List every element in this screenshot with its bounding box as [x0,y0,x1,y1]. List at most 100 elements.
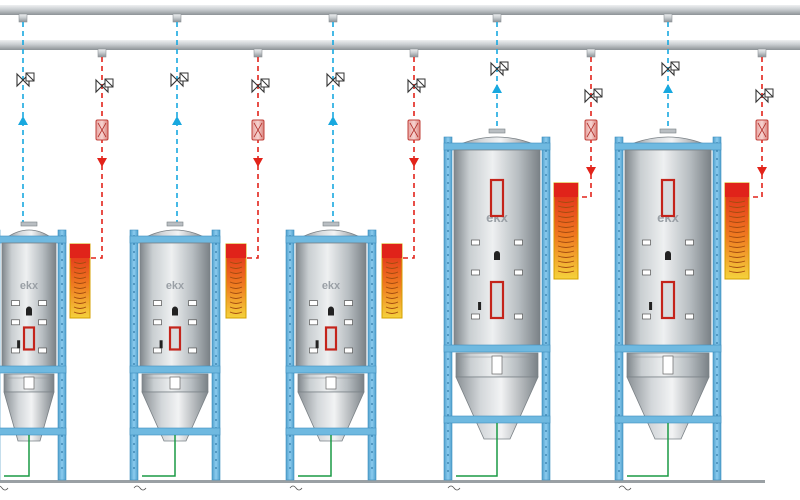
frame-hole [447,326,449,328]
heater-coil [557,225,575,228]
filter-mesh [253,122,263,138]
frame-hole [447,230,449,232]
heater-coil [385,311,399,314]
frame-hole [618,278,620,280]
heater-coil [728,205,746,208]
hopper-lid-cap [166,221,184,227]
discharge-gate [23,376,35,390]
frame-hole [618,182,620,184]
bolt-plate [188,319,197,326]
frame-hole [371,339,373,341]
frame-hole [371,307,373,309]
frame-hole [215,331,217,333]
frame-hole [447,270,449,272]
filter-mesh [97,122,107,138]
frame-hole [371,411,373,413]
heater-coil [728,240,746,243]
heater-coil [385,296,399,299]
frame-bottom-beam [129,427,221,436]
level-sensor [494,251,500,260]
heater-coil [73,311,87,314]
frame-hole [371,403,373,405]
heater-icon [553,182,579,280]
pipe-nozzle [253,48,263,58]
frame-hole [545,374,547,376]
heater-coil [73,266,87,269]
frame-hole [61,355,63,357]
frame-hole [545,166,547,168]
heater-coil [728,200,746,203]
frame-hole [61,363,63,365]
frame-hole [447,414,449,416]
frame-hole [215,451,217,453]
frame-hole [618,206,620,208]
frame-hole [371,267,373,269]
frame-bottom-beam [614,415,722,424]
frame-hole [61,403,63,405]
heater-coil [557,205,575,208]
hopper-lid-cap [20,221,38,227]
frame-hole [447,430,449,432]
frame-hole [371,331,373,333]
heater-coil [557,265,575,268]
frame-hole [289,347,291,349]
frame-hole [618,334,620,336]
frame-hole [716,294,718,296]
frame-right-column [57,229,67,481]
frame-hole [289,459,291,461]
sight-window [489,280,505,320]
frame-hole [447,278,449,280]
frame-hole [133,323,135,325]
frame-hole [61,419,63,421]
frame-middle-beam [129,365,221,374]
frame-hole [289,355,291,357]
frame-hole [716,430,718,432]
frame-hole [289,323,291,325]
heater-coil [557,235,575,238]
frame-hole [716,446,718,448]
frame-hole [215,387,217,389]
frame-hole [447,174,449,176]
bolt-plate [309,300,318,306]
frame-hole [447,294,449,296]
frame-hole [133,467,135,469]
frame-hole [61,315,63,317]
heater-coil [229,296,243,299]
frame-hole [61,411,63,413]
sight-window [168,326,182,351]
heater-coil [229,306,243,309]
discharge-gate [325,376,337,390]
return-header-pipe [0,40,800,50]
pipe-nozzle [97,48,107,58]
filter-mesh [586,122,596,138]
heater-coil [728,235,746,238]
frame-hole [289,251,291,253]
frame-hole [61,267,63,269]
valve-icon [490,61,509,77]
frame-hole [716,174,718,176]
frame-hole [133,411,135,413]
frame-hole [371,395,373,397]
frame-hole [289,275,291,277]
heater-coil [73,306,87,309]
frame-hole [716,238,718,240]
material-line [298,435,332,477]
material-line [142,435,176,477]
frame-hole [61,379,63,381]
frame-hole [61,283,63,285]
frame-hole [716,230,718,232]
frame-hole [215,243,217,245]
frame-hole [289,283,291,285]
frame-hole [61,259,63,261]
heater-coil [557,215,575,218]
frame-hole [61,275,63,277]
bolt-plate [344,347,353,354]
frame-hole [618,262,620,264]
valve-actuator-mark [764,88,774,98]
valve-actuator-mark [670,61,680,71]
frame-hole [716,166,718,168]
frame-hole [447,254,449,256]
frame-hole [545,254,547,256]
frame-hole [215,315,217,317]
